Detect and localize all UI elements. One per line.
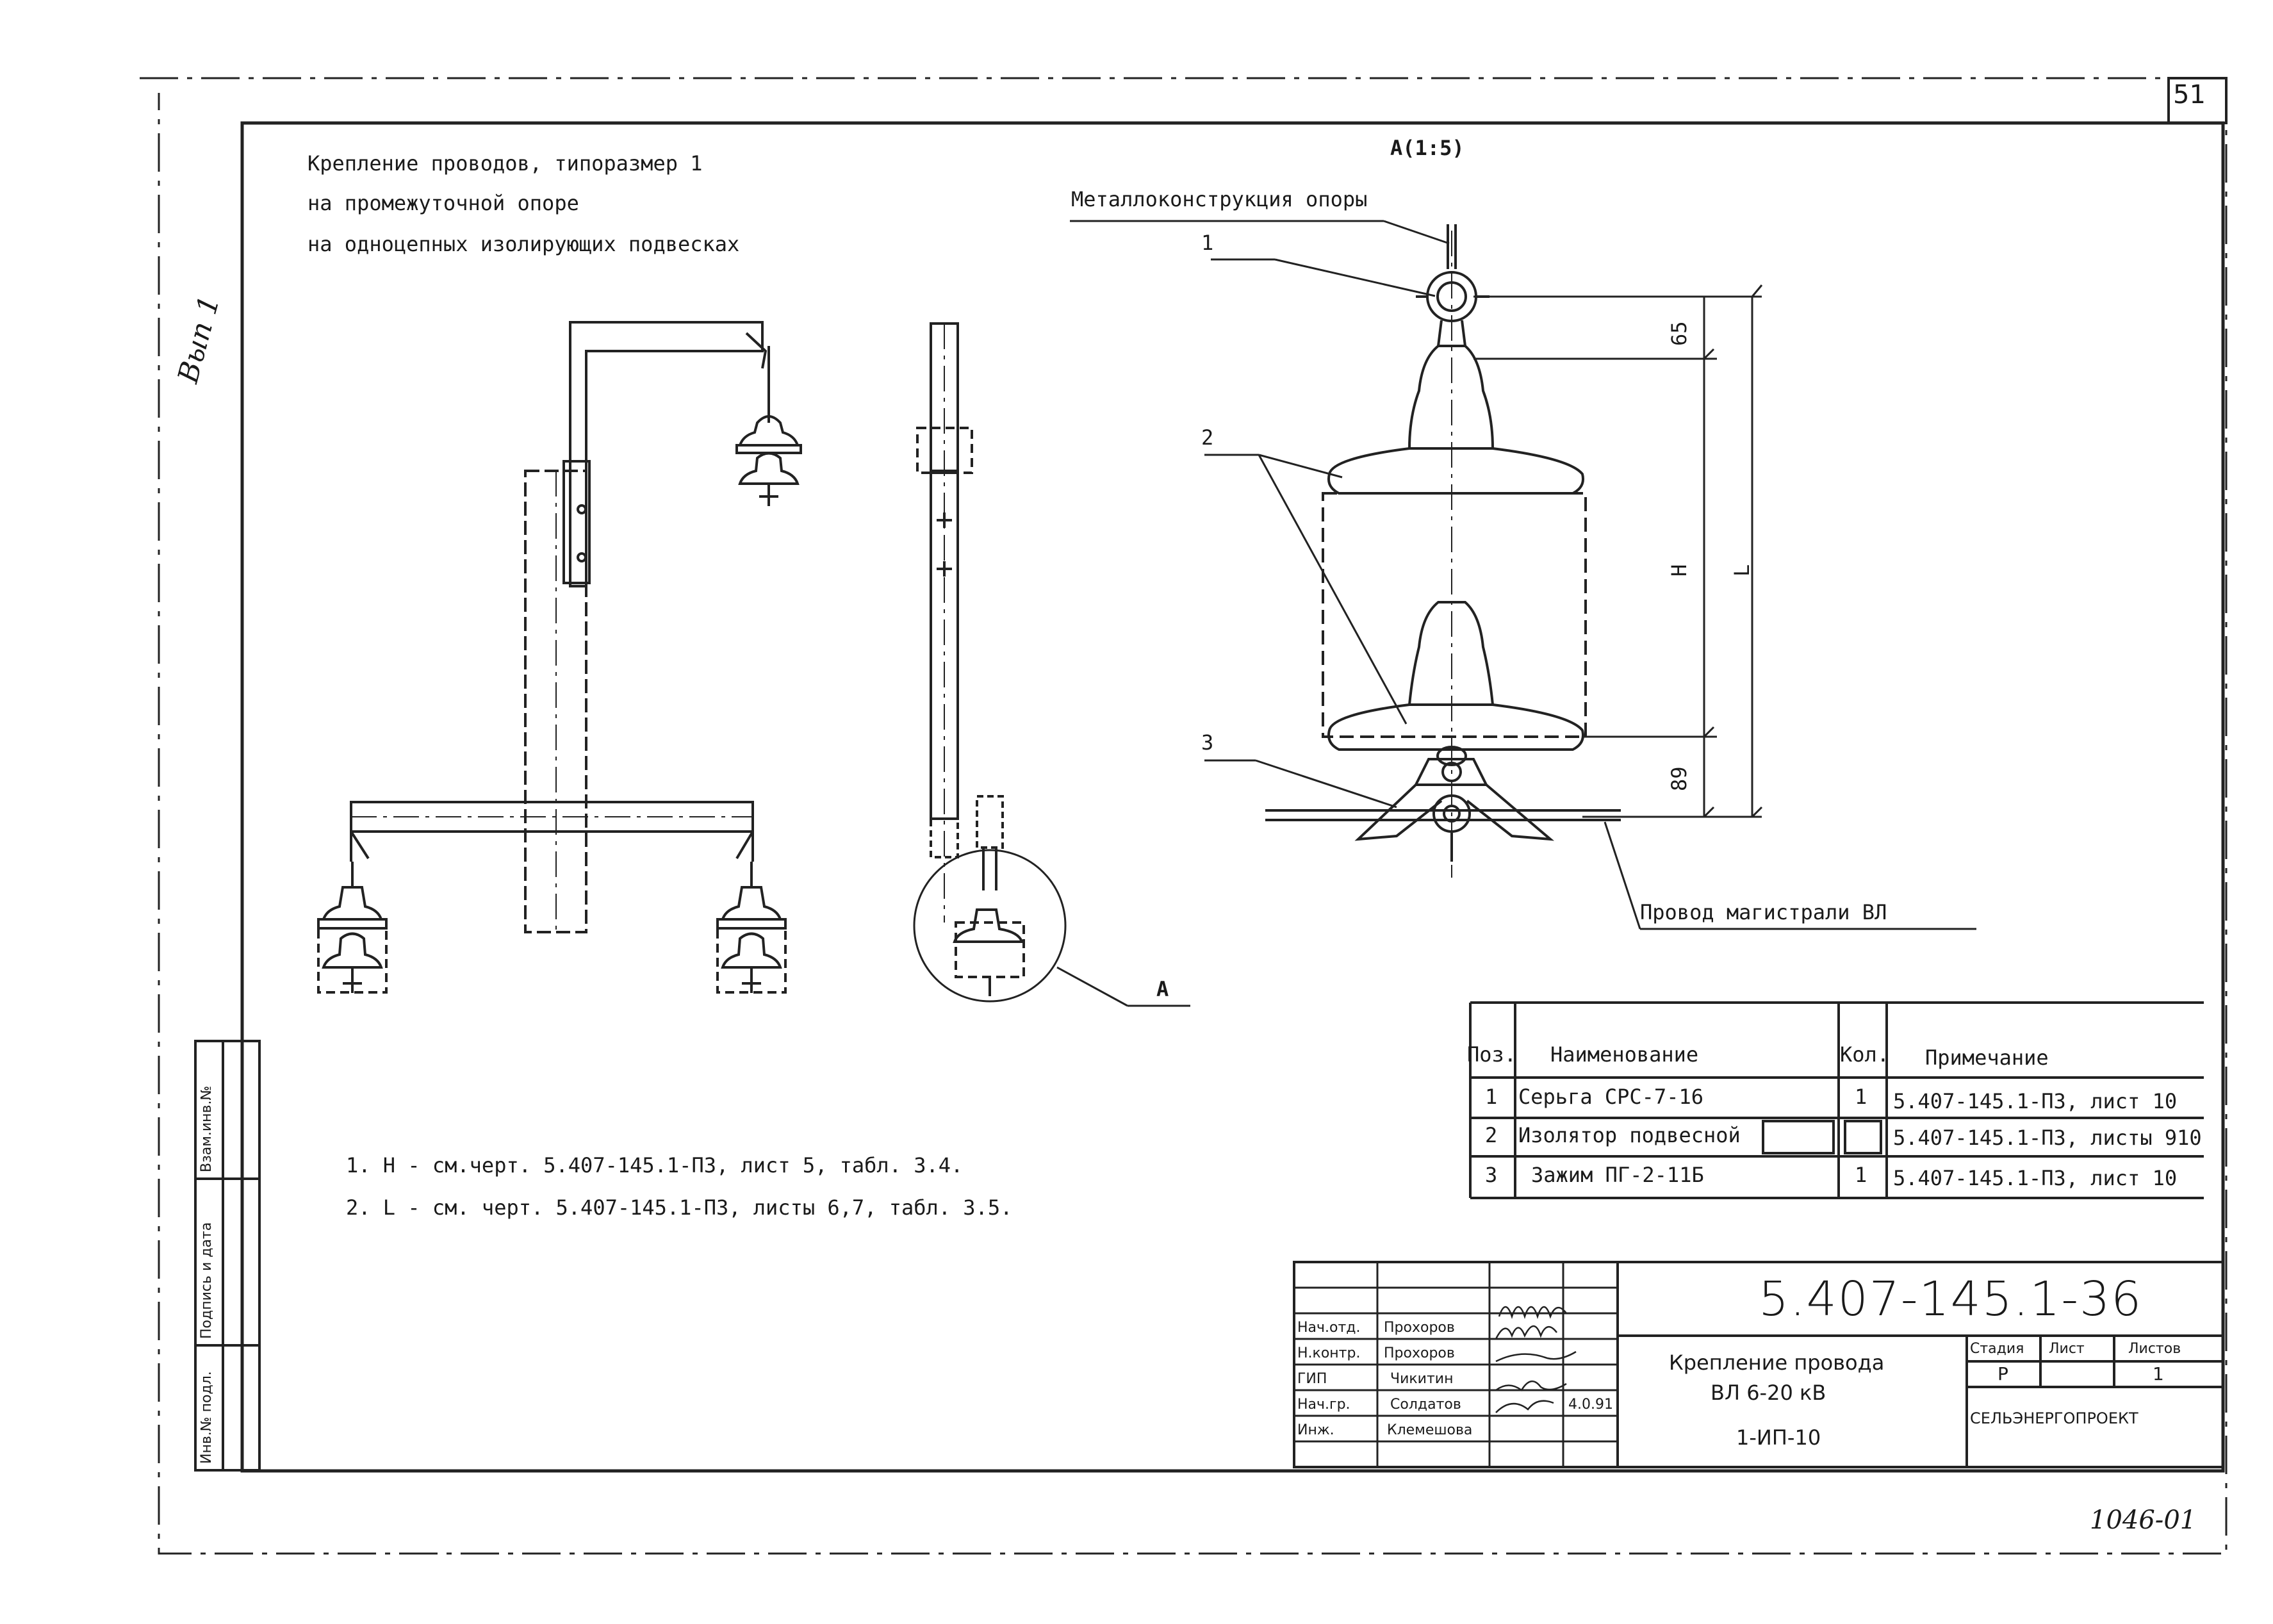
detail-a-drawing — [1265, 224, 1621, 878]
stamp-role-4: Нач.гр. — [1297, 1397, 1350, 1413]
drawing-title-line2: на промежуточной опоре — [308, 191, 579, 215]
stamp-title-line2: ВЛ 6-20 кВ — [1711, 1381, 1826, 1405]
dim-89: 89 — [1667, 766, 1691, 791]
drawing-title-line1: Крепление проводов, типоразмер 1 — [308, 151, 703, 176]
stamp-sheet-label: Лист — [2049, 1341, 2085, 1357]
document-code: 5.407-145.1-36 — [1759, 1272, 2143, 1327]
stamp-date-4: 4.0.91 — [1568, 1397, 1613, 1413]
insulator-left — [317, 862, 388, 994]
front-view — [350, 321, 770, 933]
side-stamp-inv-repl: Взам.инв.№ — [199, 1085, 215, 1172]
callout-3: 3 — [1201, 730, 1214, 755]
side-view — [913, 322, 1190, 1007]
view-marker-a: А — [1156, 977, 1169, 1001]
note-1: 1. Н - см.черт. 5.407-145.1-ПЗ, лист 5, … — [346, 1153, 964, 1177]
dim-L: L — [1730, 564, 1754, 577]
dim-65: 65 — [1667, 321, 1691, 346]
stamp-sheets: 1 — [2153, 1363, 2164, 1384]
title-block-lines — [1293, 1261, 2224, 1468]
note-2: 2. L - см. черт. 5.407-145.1-ПЗ, листы 6… — [346, 1195, 1013, 1220]
stamp-stage-label: Стадия — [1970, 1341, 2024, 1357]
callout-2: 2 — [1201, 425, 1214, 450]
insulator-right — [716, 862, 787, 994]
page-number: 51 — [2173, 80, 2206, 110]
inner-frame — [240, 121, 2225, 1473]
insulator-top — [735, 384, 802, 506]
stamp-title-line3: 1-ИП-10 — [1736, 1425, 1821, 1450]
spec-row3-pos: 3 — [1485, 1163, 1498, 1187]
drawing-title-line3: на одноцепных изолирующих подвесках — [308, 232, 740, 256]
leader-lines — [1070, 220, 1976, 930]
support-label: Металлоконструкция опоры — [1071, 187, 1368, 211]
stamp-name-1: Прохоров — [1384, 1320, 1455, 1336]
spec-table-lines — [1469, 1001, 2204, 1199]
stamp-role-2: Н.контр. — [1297, 1345, 1361, 1361]
stamp-name-3: Чикитин — [1390, 1371, 1454, 1387]
stamp-organization: СЕЛЬЭНЕРГОПРОЕКТ — [1970, 1409, 2138, 1427]
spec-row1-pos: 1 — [1485, 1085, 1498, 1109]
detail-circle-a — [913, 849, 1067, 1003]
stamp-stage: Р — [1998, 1363, 2008, 1384]
spec-header-name: Наименование — [1550, 1042, 1699, 1067]
dimension-lines — [1473, 284, 1763, 818]
stamp-sheets-label: Листов — [2128, 1341, 2181, 1357]
stamp-name-4: Солдатов — [1390, 1397, 1461, 1413]
spec-header-qty: Кол. — [1840, 1042, 1890, 1067]
callout-1: 1 — [1201, 231, 1214, 255]
stamp-role-3: ГИП — [1297, 1371, 1327, 1387]
stamp-title-line1: Крепление провода — [1669, 1350, 1885, 1375]
spec-header-note: Примечание — [1925, 1046, 2049, 1070]
outer-border — [140, 77, 2228, 1555]
side-stamp-sign-date: Подпись и дата — [199, 1222, 215, 1339]
spec-row3-note: 5.407-145.1-ПЗ, лист 10 — [1893, 1166, 2178, 1190]
spec-row3-qty: 1 — [1855, 1163, 1867, 1187]
side-stamp-lines — [194, 1040, 261, 1472]
wire-label: Провод магистрали ВЛ — [1640, 900, 1887, 924]
stamp-role-5: Инж. — [1297, 1422, 1334, 1438]
spec-row1-note: 5.407-145.1-ПЗ, лист 10 — [1893, 1089, 2178, 1113]
stamp-name-2: Прохоров — [1384, 1345, 1455, 1361]
inventory-stamp: 1046-01 — [2090, 1505, 2197, 1535]
spec-row2-name: Изолятор подвесной — [1518, 1123, 1741, 1147]
spec-row1-name: Серьга СРС-7-16 — [1518, 1085, 1703, 1109]
detail-a-title: А(1:5) — [1390, 136, 1465, 160]
dim-H: Н — [1667, 564, 1691, 577]
spec-row1-qty: 1 — [1855, 1085, 1867, 1109]
side-stamp-inv-orig: Инв.№ подл. — [199, 1371, 215, 1464]
signature-scribbles — [1495, 1306, 1577, 1413]
spec-row3-name: Зажим ПГ-2-11Б — [1531, 1163, 1704, 1187]
spec-header-pos: Поз. — [1467, 1042, 1517, 1067]
page-number-box — [2167, 77, 2228, 124]
spec-row2-pos: 2 — [1485, 1123, 1498, 1147]
spec-row2-note: 5.407-145.1-ПЗ, листы 910 — [1893, 1126, 2202, 1150]
stamp-role-1: Нач.отд. — [1297, 1320, 1361, 1336]
stamp-name-5: Клемешова — [1387, 1422, 1473, 1438]
